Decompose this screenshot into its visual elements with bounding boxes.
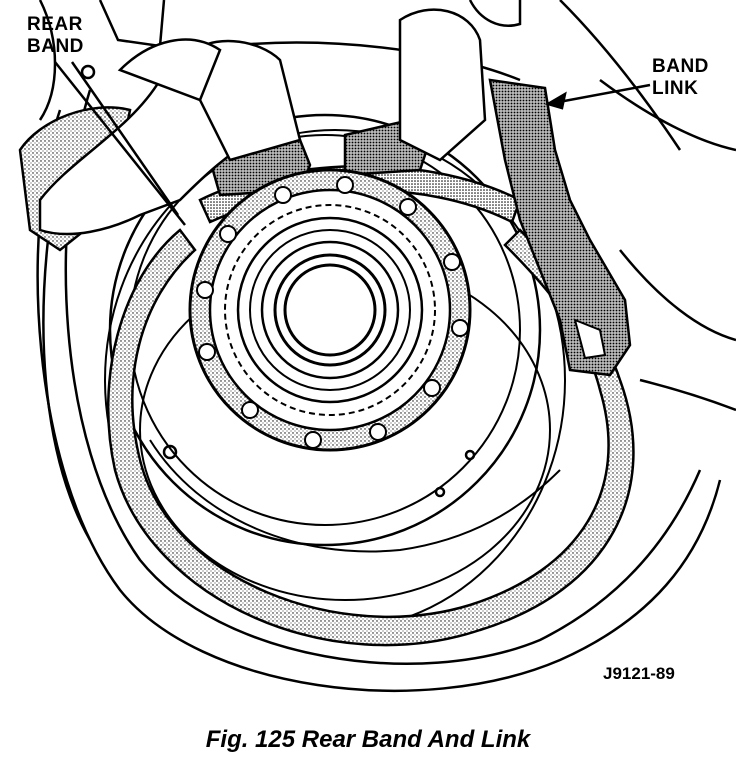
hands bbox=[38, 0, 487, 236]
band-link-label: BAND LINK bbox=[652, 56, 709, 99]
figure-code: J9121-89 bbox=[603, 664, 675, 683]
callout-leaders bbox=[54, 61, 651, 226]
planetary-gear-assembly bbox=[188, 168, 472, 452]
band-link bbox=[488, 78, 632, 377]
rear-band-label: REAR BAND bbox=[27, 14, 84, 57]
figure-caption: Fig. 125 Rear Band And Link bbox=[205, 726, 531, 753]
